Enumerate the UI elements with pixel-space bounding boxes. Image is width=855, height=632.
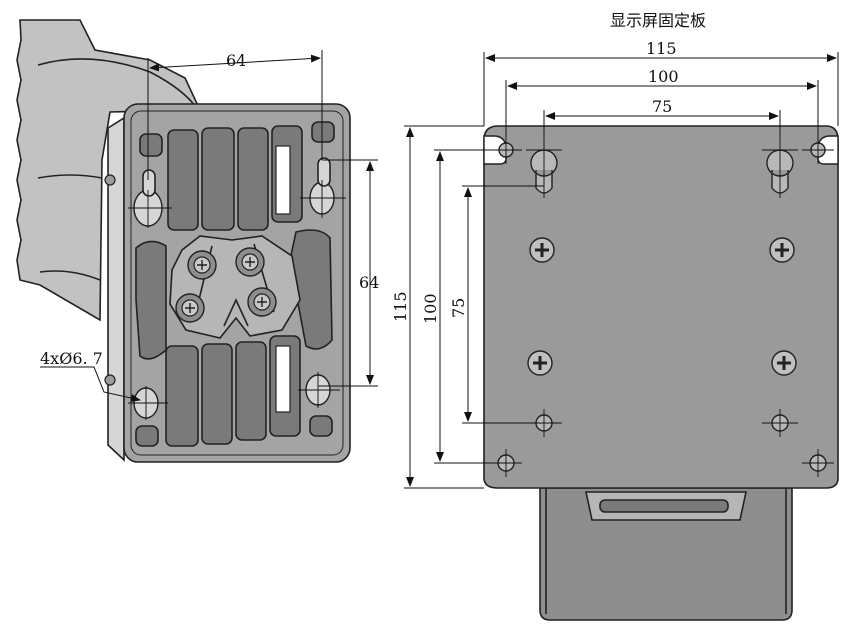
arm-contour xyxy=(37,174,103,179)
mount-body-edge xyxy=(545,488,787,614)
plate-thickness xyxy=(107,116,125,462)
slot xyxy=(165,345,199,447)
centerline xyxy=(128,180,346,420)
monitor-plate xyxy=(483,125,839,489)
side-hole xyxy=(104,374,116,386)
diagram-title: 显示屏固定板 xyxy=(610,11,706,30)
phillips-screw xyxy=(527,350,553,376)
bracket-view: 64 64 4xØ6. 7 xyxy=(16,19,379,463)
support-arm xyxy=(16,19,202,322)
hole-callout: 4xØ6. 7 xyxy=(40,349,103,368)
dim-v-100: 100 xyxy=(421,293,440,324)
dim-right-64: 64 xyxy=(359,273,379,292)
corner-pocket xyxy=(139,133,163,157)
side-slot-right xyxy=(289,229,333,350)
keyhole-slot xyxy=(142,169,156,197)
dim-v-75: 75 xyxy=(449,298,468,318)
keyhole-slot xyxy=(317,157,331,187)
bottom-slot-row xyxy=(165,335,301,447)
slot xyxy=(167,129,199,231)
side-slot-left xyxy=(135,240,167,360)
slot-window xyxy=(275,345,291,413)
dim-h-100: 100 xyxy=(648,67,679,86)
arm-contour xyxy=(37,58,199,111)
screw xyxy=(187,250,217,280)
screw xyxy=(175,293,205,323)
plate-border xyxy=(130,110,344,456)
corner-pocket xyxy=(311,121,335,143)
phillips-screw xyxy=(769,237,795,263)
center-rib xyxy=(223,298,249,327)
dim-h-75: 75 xyxy=(652,97,672,116)
slot xyxy=(201,127,235,231)
mounting-plate-view: 115 100 75 115 100 75 显示屏固定板 xyxy=(391,11,839,621)
corner-pocket xyxy=(309,415,333,437)
corner-pocket xyxy=(135,425,159,447)
dim-top-64: 64 xyxy=(226,51,246,70)
phillips-screw xyxy=(771,350,797,376)
phillips-screw xyxy=(529,237,555,263)
slot-window xyxy=(275,145,291,215)
dim-h-115: 115 xyxy=(646,39,677,58)
slot xyxy=(201,343,233,445)
arm-contour xyxy=(39,270,101,281)
screw xyxy=(247,287,277,317)
slot xyxy=(235,341,267,441)
side-hole xyxy=(104,174,116,186)
mount-handle-slot xyxy=(599,499,729,513)
screw xyxy=(235,247,265,277)
mount-body xyxy=(539,487,793,621)
dim-v-115: 115 xyxy=(391,291,410,322)
slot xyxy=(237,127,269,231)
top-slot-row xyxy=(167,125,303,231)
